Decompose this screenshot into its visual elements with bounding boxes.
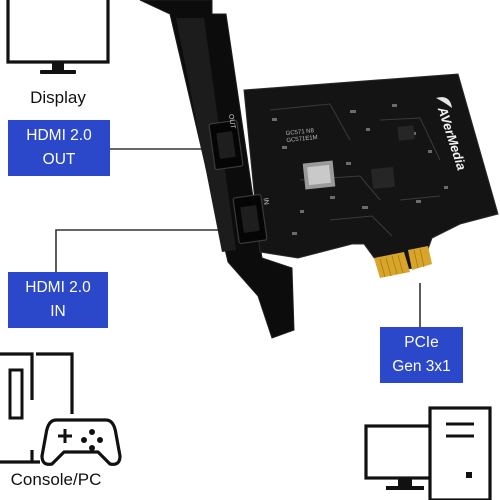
hdmi-in-port xyxy=(232,193,268,245)
hdmi-out-box: HDMI 2.0 OUT xyxy=(8,120,110,176)
pcie-gold-fingers xyxy=(374,246,432,278)
hdmi-in-box: HDMI 2.0 IN xyxy=(8,272,108,328)
console-pc-label: Console/PC xyxy=(10,470,102,489)
connector-hdmi-in xyxy=(55,229,222,272)
brand-logo-mark xyxy=(436,97,452,108)
card-port-in-text: IN xyxy=(261,197,270,206)
hdmi-out-line1: HDMI 2.0 xyxy=(26,127,92,144)
display-label: Display xyxy=(30,88,86,107)
pcie-line2: Gen 3x1 xyxy=(392,358,451,375)
hdmi-in-line1: HDMI 2.0 xyxy=(25,279,91,296)
pcie-line1: PCIe xyxy=(404,334,439,351)
hdmi-in-line2: IN xyxy=(50,303,66,320)
hdmi-out-port xyxy=(208,119,244,171)
card-chip xyxy=(302,160,336,190)
capture-card xyxy=(139,0,499,339)
hdmi-out-line2: OUT xyxy=(42,151,76,168)
pcie-box: PCIe Gen 3x1 xyxy=(380,327,463,383)
monitor-icon xyxy=(6,0,110,74)
